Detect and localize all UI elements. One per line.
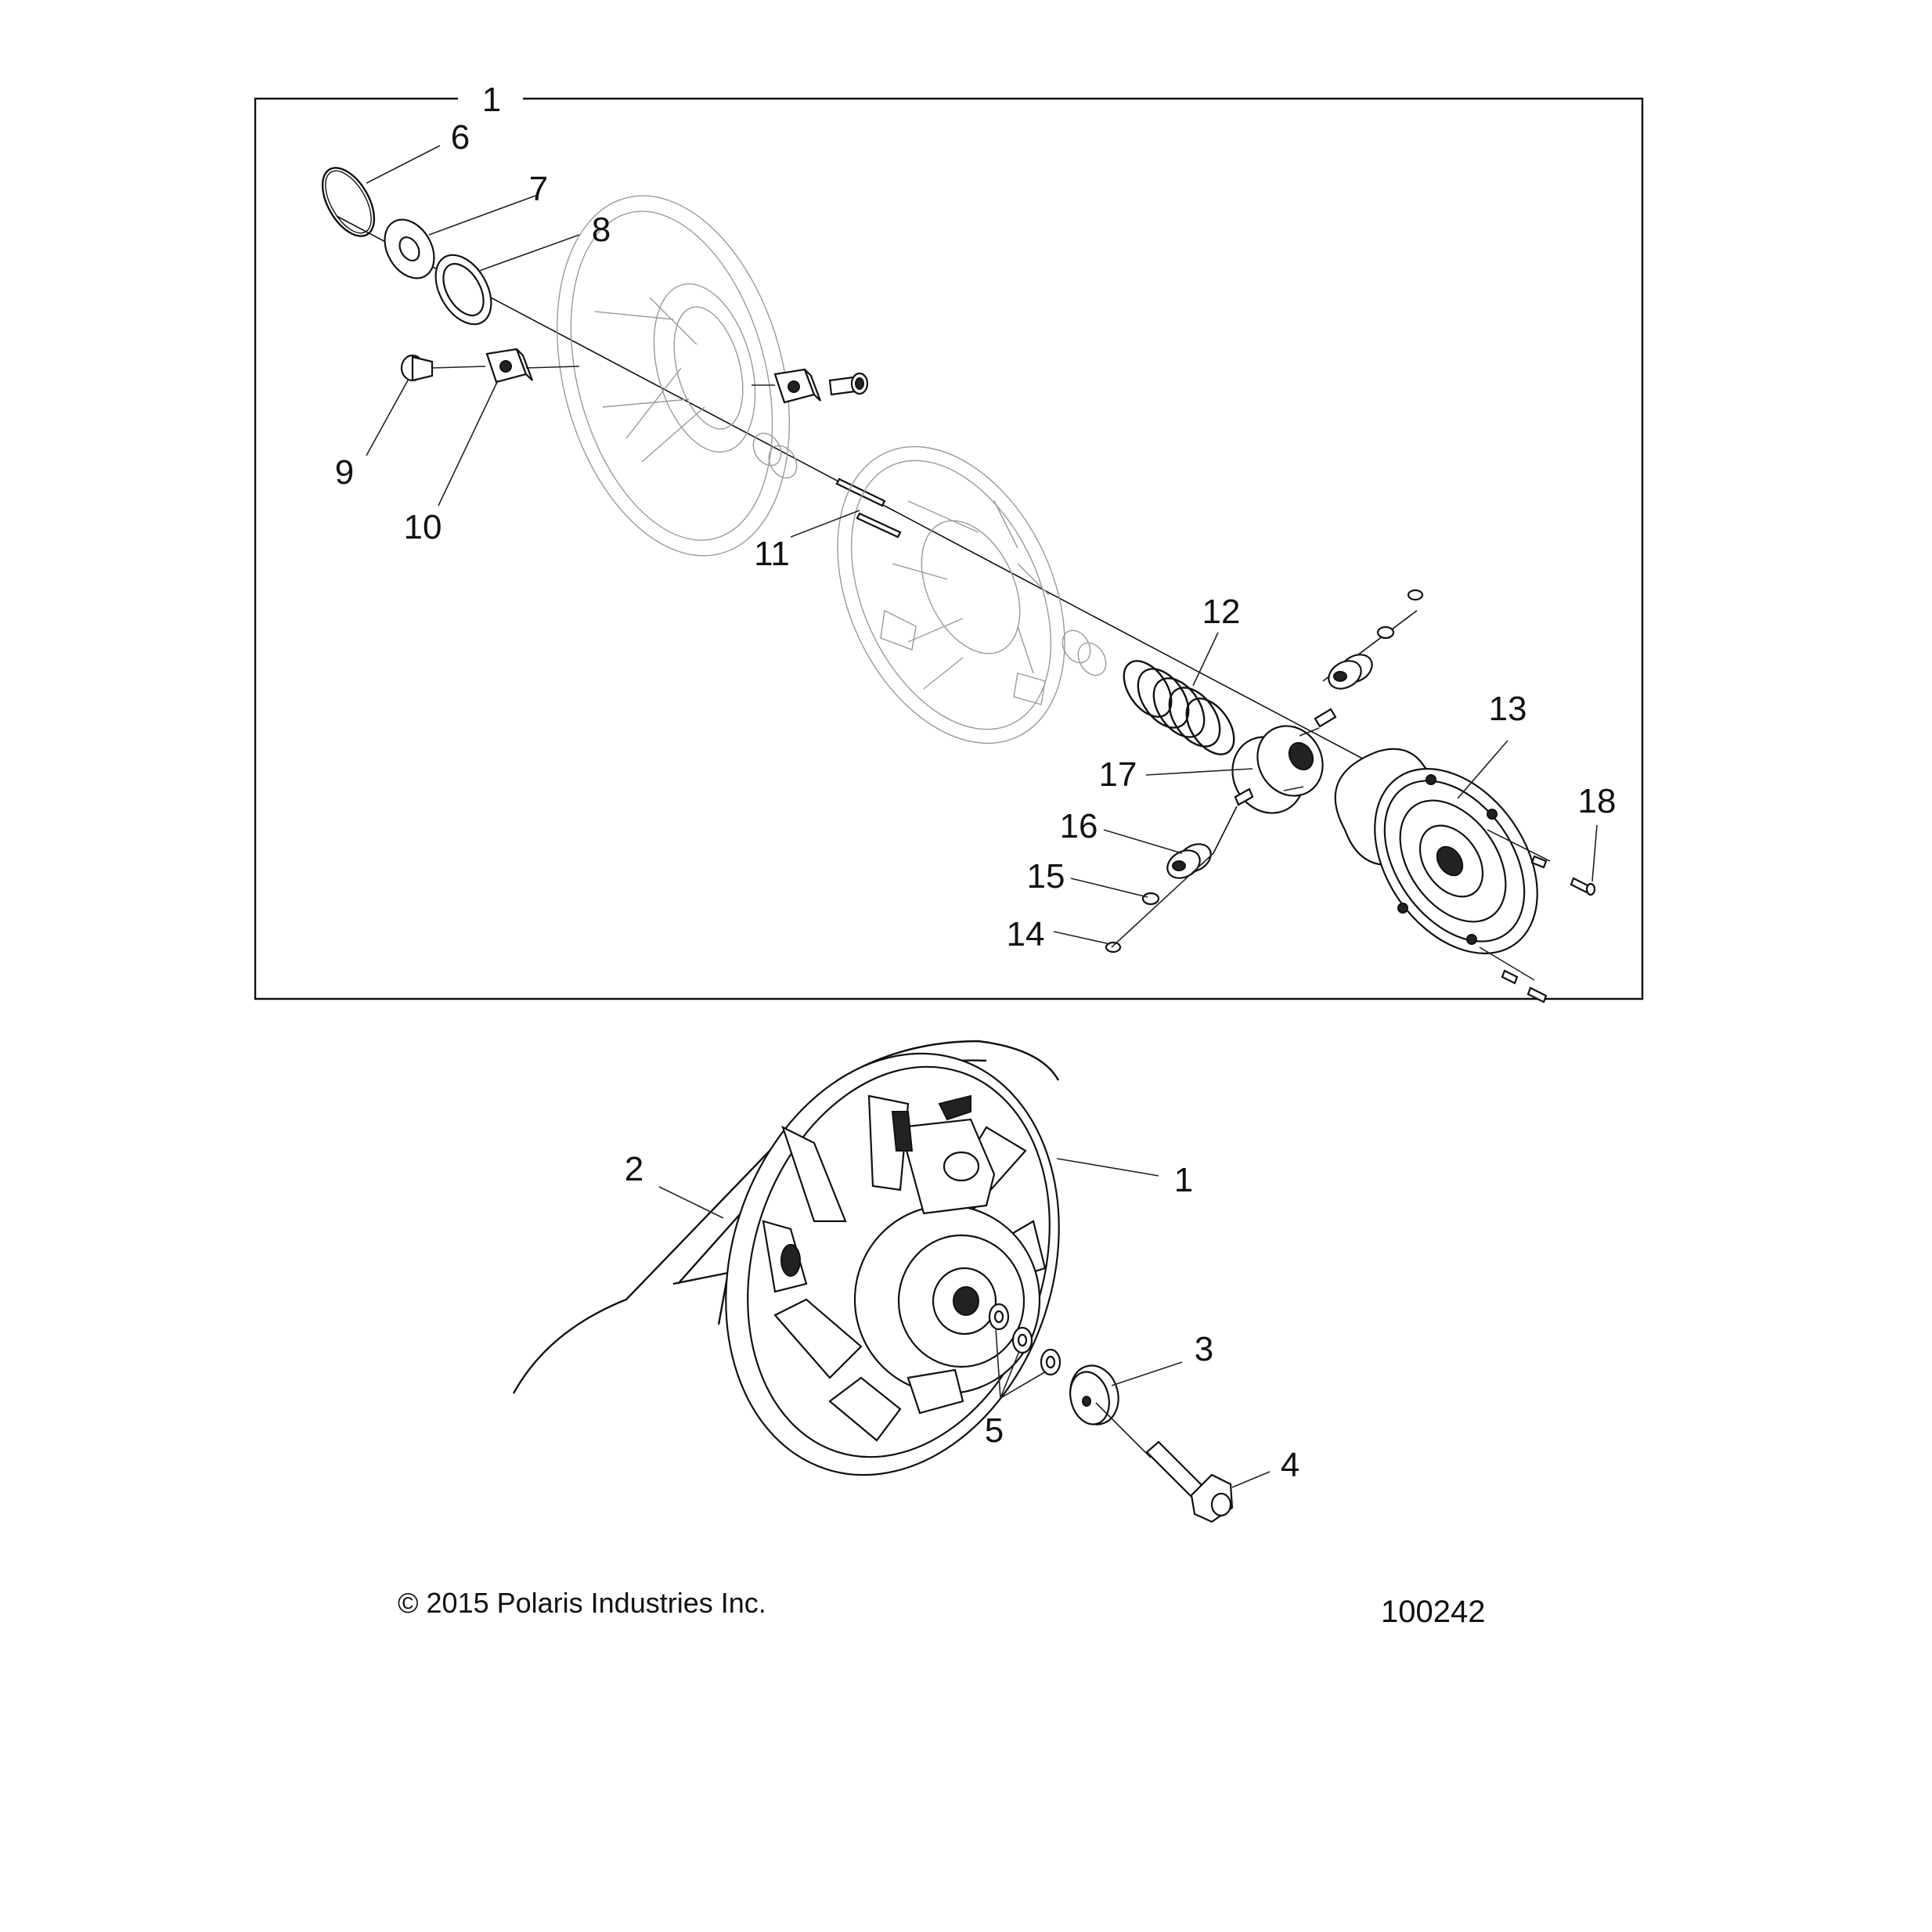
- callout-13: 13: [1489, 690, 1527, 728]
- lower-roller-16: [1166, 843, 1212, 879]
- callout-9: 9: [335, 453, 354, 492]
- helix-hub-17: [1213, 610, 1418, 854]
- lower-leader-lines: [658, 1158, 1271, 1488]
- callout-1-assembled: 1: [1174, 1161, 1193, 1199]
- copyright-text: © 2015 Polaris Industries Inc.: [398, 1587, 766, 1619]
- callout-4: 4: [1281, 1446, 1299, 1484]
- callout-12: 12: [1202, 593, 1241, 631]
- roller-block-10: [485, 348, 580, 384]
- figure-number: 100242: [1381, 1595, 1485, 1629]
- callout-17: 17: [1099, 755, 1137, 794]
- callout-3: 3: [1195, 1330, 1213, 1368]
- bolt-4: [1095, 1402, 1234, 1523]
- callout-15: 15: [1027, 857, 1065, 896]
- exploded-assembly: 6 7 8 9 10 11 12 13 14 15 16 17 18: [321, 118, 1617, 1004]
- kit-frame: 1: [254, 81, 1644, 1000]
- callout-14: 14: [1007, 915, 1045, 953]
- callout-16: 16: [1060, 807, 1098, 845]
- callout-2: 2: [625, 1150, 643, 1188]
- retaining-ring-6: [321, 167, 376, 237]
- dowel-pins-11: [835, 478, 902, 539]
- roller-pin-9: [400, 354, 486, 382]
- callout-7: 7: [529, 170, 548, 208]
- washer-3: [1069, 1364, 1119, 1426]
- frame-callout-1: 1: [482, 81, 501, 119]
- shim-8: [434, 254, 492, 326]
- roller-block-second: [752, 368, 869, 404]
- spider-plate-ghost: [837, 445, 1065, 744]
- callout-11: 11: [754, 535, 790, 573]
- e-clip-14: [1105, 852, 1214, 953]
- callout-10: 10: [404, 508, 442, 546]
- washer-15: [1141, 892, 1160, 906]
- screws-18: [1479, 829, 1596, 1004]
- callout-6: 6: [451, 118, 470, 157]
- upper-leader-lines: [366, 145, 1598, 945]
- callout-5: 5: [985, 1411, 1004, 1450]
- upper-roller-set: [1328, 589, 1424, 690]
- driven-clutch-sheave-1: [725, 1052, 1060, 1476]
- moveable-sheave-ghost: [557, 195, 790, 557]
- washer-7: [384, 218, 435, 279]
- spring-12: [1123, 660, 1235, 755]
- cover-13: [1334, 748, 1538, 954]
- spacers-5: [988, 1303, 1062, 1376]
- shaft-bushing-upper: [752, 432, 798, 479]
- shaft-bushing-lower: [1062, 629, 1107, 676]
- callout-18: 18: [1578, 782, 1617, 820]
- assembly-axis-line: [336, 215, 1480, 821]
- callout-8: 8: [592, 211, 611, 249]
- assembled-clutch: 2 1 3 4 5: [512, 1040, 1299, 1523]
